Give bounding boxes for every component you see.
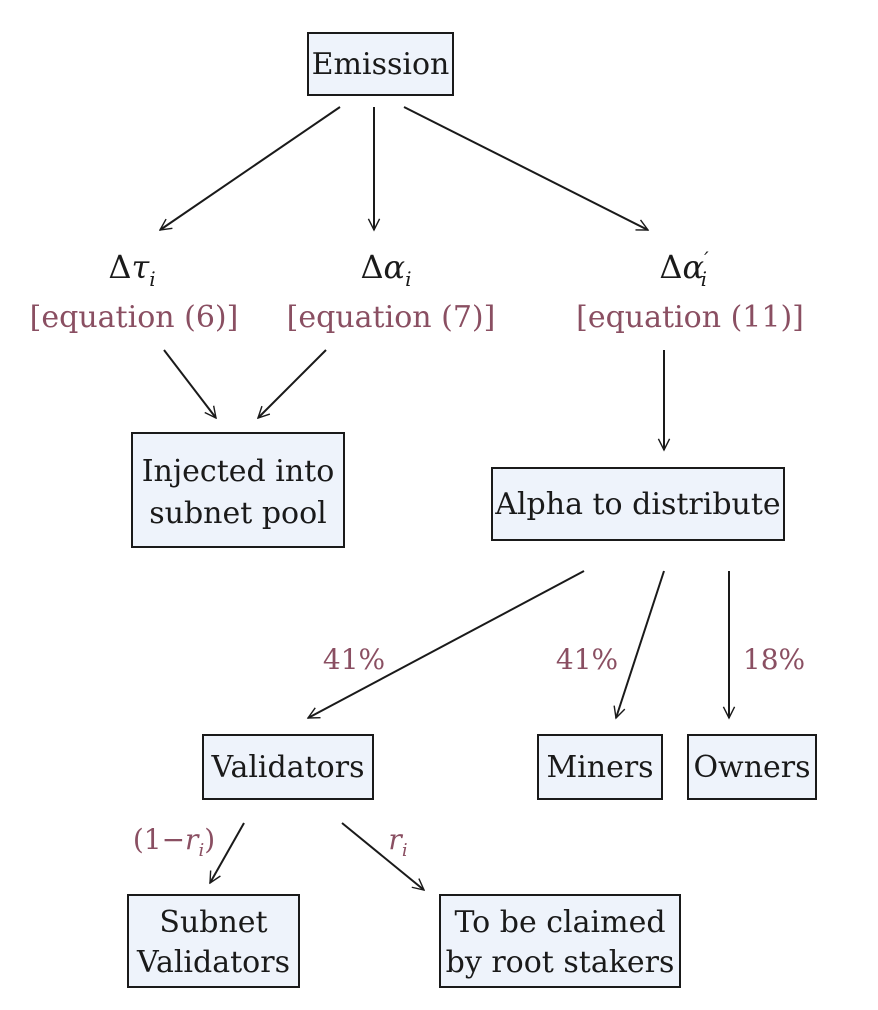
root-stakers-node: To be claimed by root stakers bbox=[439, 894, 681, 988]
subnet-validators-label-line1: Subnet bbox=[159, 905, 267, 940]
owners-share-label: 18% bbox=[743, 643, 805, 676]
injected-subnet-pool-node: Injected into subnet pool bbox=[131, 432, 345, 548]
alpha-to-distribute-node: Alpha to distribute bbox=[491, 467, 785, 541]
miners-node: Miners bbox=[537, 734, 663, 800]
emission-node: Emission bbox=[307, 32, 454, 96]
subnet-validators-node: Subnet Validators bbox=[127, 894, 300, 988]
validators-node: Validators bbox=[202, 734, 374, 800]
owners-node: Owners bbox=[687, 734, 817, 800]
delta-alpha-quantity: Δαi [equation (7)] bbox=[287, 248, 496, 335]
edge-tau-to-injected bbox=[163, 349, 216, 418]
root-stakers-label-line1: To be claimed bbox=[454, 905, 665, 940]
edge-emission-to-tau bbox=[160, 106, 341, 230]
emission-label: Emission bbox=[312, 47, 450, 82]
alpha-to-distribute-label: Alpha to distribute bbox=[494, 487, 780, 522]
delta-alpha-prime-symbol: Δα′i bbox=[659, 247, 709, 291]
edge-distribute-to-miners bbox=[616, 570, 665, 718]
miners-share-label: 41% bbox=[556, 643, 618, 676]
edge-distribute-to-validators bbox=[308, 570, 585, 719]
edge-emission-to-alpha-prime bbox=[403, 106, 648, 231]
edge-alpha-to-injected bbox=[258, 349, 327, 418]
delta-alpha-prime-quantity: Δα′i [equation (11)] bbox=[576, 247, 804, 335]
root-stakers-fraction-label: ri bbox=[388, 823, 407, 861]
root-stakers-label-line2: by root stakers bbox=[446, 945, 675, 980]
subnet-validators-label-line2: Validators bbox=[136, 945, 290, 980]
validators-share-label: 41% bbox=[323, 643, 385, 676]
delta-tau-symbol: Δτi bbox=[108, 248, 155, 291]
delta-alpha-equation-ref: [equation (7)] bbox=[287, 300, 496, 335]
validators-label: Validators bbox=[211, 750, 365, 785]
delta-tau-equation-ref: [equation (6)] bbox=[30, 300, 239, 335]
injected-label-line2: subnet pool bbox=[149, 496, 327, 531]
edge-validators-to-root-stakers bbox=[341, 822, 424, 890]
injected-label-line1: Injected into bbox=[142, 454, 335, 489]
delta-tau-quantity: Δτi [equation (6)] bbox=[30, 248, 239, 335]
edge-validators-to-subnet-validators bbox=[209, 822, 245, 883]
delta-alpha-symbol: Δαi bbox=[360, 248, 411, 291]
subnet-validators-fraction-label: (1−ri) bbox=[133, 823, 215, 861]
delta-alpha-prime-equation-ref: [equation (11)] bbox=[576, 300, 804, 335]
owners-label: Owners bbox=[693, 750, 810, 785]
miners-label: Miners bbox=[546, 750, 653, 785]
